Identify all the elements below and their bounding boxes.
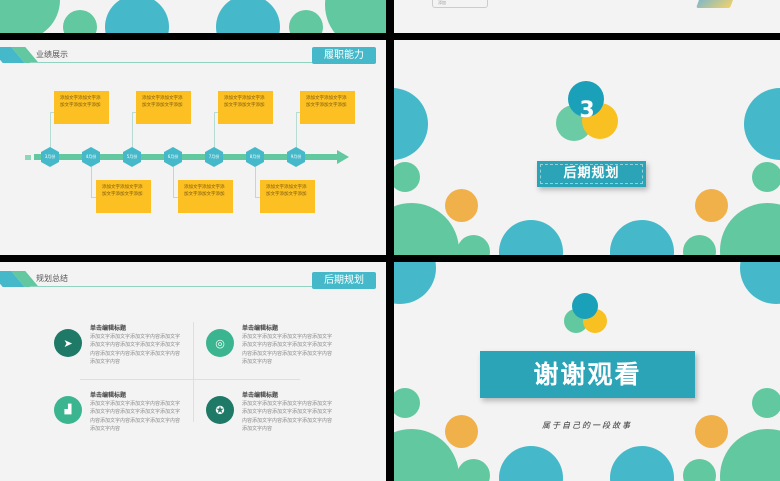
slide-thumbnail-summary[interactable]: 规划总结 后期规划 ➤ 单击编辑标题 添加文字添加文字添加文字内容添加文字添加文… [0,262,386,481]
item-text: 添加文字添加文字添加文字内容添加文字添加文字内容添加文字添加文字添加文字内容添加… [90,401,181,432]
connector [296,112,300,113]
decor-circle [445,189,478,222]
target-icon: ◎ [206,329,234,357]
arrow-right-icon [337,150,349,164]
slide-thumbnail-thanks[interactable]: 谢谢观看 属于自己的一段故事 [394,262,780,481]
decor-circle [445,415,478,448]
item-text: 添加文字添加文字添加文字内容添加文字添加文字内容添加文字添加文字添加文字内容添加… [242,334,333,365]
thanks-subtitle: 属于自己的一段故事 [542,421,632,430]
decor-circle [499,446,563,481]
small-text-box: 添加 [432,0,488,8]
slide-title: 业绩展示 [36,50,68,59]
decor-circle [394,162,420,192]
item-text: 添加文字添加文字添加文字内容添加文字添加文字内容添加文字添加文字添加文字内容添加… [242,401,333,432]
decor-circle [105,0,169,33]
text-box: 添加文字添加文字添加文字添加文字添加 [260,180,315,213]
month-marker: 3月份 [41,147,59,167]
venn-circle-teal [572,293,598,319]
venn-circle-teal [568,81,604,117]
decor-circle [720,429,780,481]
connector [296,112,297,150]
decor-circle [744,88,780,160]
decor-circle [499,220,563,255]
slide-thumbnail-top-left[interactable] [0,0,386,33]
decor-circle [394,388,420,418]
connector [91,197,96,198]
connector [173,197,178,198]
slide-title: 规划总结 [36,274,68,283]
month-marker: 7月份 [205,147,223,167]
slide-thumbnail-section-3[interactable]: 3 后期规划 [394,40,780,255]
section-tag: 履职能力 [312,47,376,64]
decor-circle [752,162,780,192]
axis-dots [25,155,31,160]
month-marker: 8月份 [246,147,264,167]
decor-circle [683,459,716,481]
decor-circle [0,0,60,33]
text-box: 添加文字添加文字添加文字添加文字添加 [136,91,191,124]
decor-circle [325,0,386,33]
book-icon [696,0,736,8]
chart-icon: ▟ [54,396,82,424]
thanks-title: 谢谢观看 [533,360,642,389]
item-title: 单击编辑标题 [90,325,127,332]
text-box: 添加文字添加文字添加文字添加文字添加 [178,180,233,213]
connector [132,112,136,113]
section-tag: 后期规划 [312,272,376,289]
decor-circle [720,203,780,255]
section-title: 后期规划 [563,166,620,181]
decor-circle [695,189,728,222]
decor-circle [457,459,490,481]
item-text: 添加文字添加文字添加文字内容添加文字添加文字内容添加文字添加文字添加文字内容添加… [90,334,181,365]
divider-vertical [193,322,194,422]
thanks-title-box: 谢谢观看 [480,351,695,398]
send-icon: ➤ [54,329,82,357]
connector [255,197,260,198]
connector [50,112,51,150]
text-box: 添加文字添加文字添加文字添加文字添加 [54,91,109,124]
decor-circle [695,415,728,448]
slide-thumbnail-timeline[interactable]: 业绩展示 履职能力 添加文字添加文字添加文字添加文字添加 添加文字添加文字添加文… [0,40,386,255]
text-box: 添加文字添加文字添加文字添加文字添加 [300,91,355,124]
decor-circle [394,262,436,304]
divider-horizontal [80,379,300,380]
text-box: 添加文字添加文字添加文字添加文字添加 [96,180,151,213]
decor-circle [394,88,428,160]
header-divider [30,286,376,287]
connector [91,167,92,197]
text-box: 添加文字添加文字添加文字添加文字添加 [218,91,273,124]
header-divider [30,62,376,63]
section-number: 3 [579,98,595,123]
section-title-box: 后期规划 [537,161,646,187]
connector [173,167,174,197]
decor-circle [289,10,323,33]
item-title: 单击编辑标题 [242,392,279,399]
medal-icon: ✪ [206,396,234,424]
decor-circle [740,262,780,304]
decor-circle [216,0,280,33]
decor-circle [610,220,674,255]
item-title: 单击编辑标题 [90,392,127,399]
month-marker: 9月份 [287,147,305,167]
decor-circle [683,235,716,255]
slide-thumbnail-top-right[interactable]: 添加 [394,0,780,33]
decor-circle [752,388,780,418]
connector [214,112,218,113]
item-title: 单击编辑标题 [242,325,279,332]
month-marker: 5月份 [123,147,141,167]
decor-circle [610,446,674,481]
decor-circle [63,10,97,33]
connector [255,167,256,197]
connector [132,112,133,150]
timeline-axis [34,154,338,160]
decor-circle [457,235,490,255]
month-marker: 4月份 [82,147,100,167]
connector [50,112,54,113]
connector [214,112,215,150]
month-marker: 6月份 [164,147,182,167]
